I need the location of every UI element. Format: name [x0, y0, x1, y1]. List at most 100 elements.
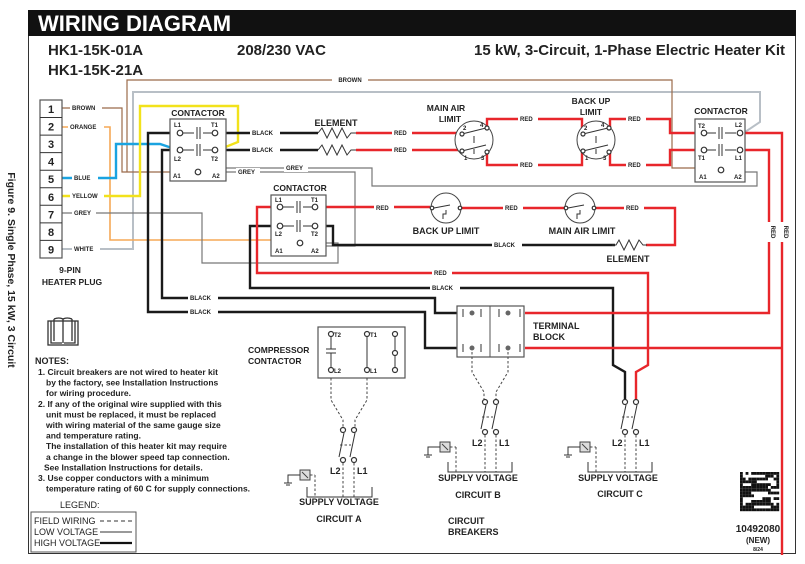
diagram-frame	[28, 10, 796, 554]
svg-text:L2: L2	[334, 369, 342, 375]
svg-text:T1: T1	[211, 123, 219, 129]
note-line: The installation of this heater kit may …	[46, 441, 227, 451]
part-number: 10492080	[736, 524, 781, 535]
circuit-breaker: L2 L1	[284, 426, 373, 498]
svg-text:BACK UP LIMIT: BACK UP LIMIT	[413, 226, 480, 236]
page-title: WIRING DIAGRAM	[38, 11, 231, 36]
svg-text:RED: RED	[394, 131, 407, 137]
circuit-b-label: CIRCUIT B	[455, 490, 501, 500]
svg-text:LIMIT: LIMIT	[439, 114, 462, 124]
svg-text:T1: T1	[370, 333, 378, 339]
svg-text:2: 2	[584, 126, 588, 132]
contactor-3: CONTACTOR T2 L2 T1 L1 A1 A2	[694, 106, 748, 183]
l2-label: L2	[330, 466, 341, 476]
svg-text:9-PIN: 9-PIN	[59, 265, 81, 275]
svg-text:L2: L2	[275, 232, 283, 238]
svg-text:RED: RED	[394, 148, 407, 154]
circuit-breakers-label: BREAKERS	[448, 527, 499, 537]
svg-text:A1: A1	[275, 249, 283, 255]
svg-text:L1: L1	[275, 198, 283, 204]
plug-pin-number: 2	[48, 122, 54, 134]
l1-label: L1	[499, 438, 510, 448]
notes: NOTES: 1. Circuit breakers are not wired…	[35, 356, 250, 494]
svg-text:COMPRESSOR: COMPRESSOR	[248, 345, 309, 355]
supply-voltage-label: SUPPLY VOLTAGE	[299, 497, 379, 507]
figure-caption: Figure 9. Single Phase, 15 kW, 3 Circuit	[5, 172, 17, 368]
svg-text:L2: L2	[174, 157, 182, 163]
svg-text:HIGH VOLTAGE: HIGH VOLTAGE	[34, 538, 100, 548]
back-up-limit: BACK UP LIMIT 2 4 1 3	[572, 96, 616, 162]
note-line: by the factory, see Installation Instruc…	[46, 378, 219, 388]
note-line: with wiring material of the same gauge s…	[45, 420, 221, 430]
l1-label: L1	[357, 466, 368, 476]
svg-text:A2: A2	[734, 175, 742, 181]
svg-text:1: 1	[464, 156, 468, 162]
svg-text:L2: L2	[735, 123, 743, 129]
svg-text:BROWN: BROWN	[338, 78, 361, 84]
svg-text:RED: RED	[520, 163, 533, 169]
l2-label: L2	[612, 438, 623, 448]
svg-text:L1: L1	[370, 369, 378, 375]
svg-text:T2: T2	[211, 157, 219, 163]
svg-text:BLACK: BLACK	[190, 296, 212, 302]
note-line: for wiring procedure.	[46, 388, 131, 398]
note-line: unit must be replaced, it must be replac…	[46, 409, 216, 419]
heating-element-2: ELEMENT	[606, 238, 650, 264]
svg-text:L1: L1	[735, 156, 743, 162]
svg-text:TERMINAL: TERMINAL	[533, 321, 580, 331]
book-icon	[47, 317, 79, 346]
plug-pin-number: 8	[48, 227, 54, 239]
svg-text:4: 4	[480, 123, 484, 129]
svg-text:A1: A1	[173, 174, 181, 180]
svg-text:ELEMENT: ELEMENT	[606, 254, 650, 264]
note-line: a change in the blower speed tap connect…	[46, 452, 230, 462]
svg-text:T2: T2	[311, 232, 319, 238]
svg-text:A1: A1	[699, 175, 707, 181]
svg-text:T1: T1	[311, 198, 319, 204]
svg-text:LEGEND:: LEGEND:	[60, 500, 100, 510]
svg-text:BLACK: BLACK	[252, 131, 274, 137]
svg-text:GREY: GREY	[74, 211, 91, 217]
svg-text:CONTACTOR: CONTACTOR	[171, 108, 225, 118]
back-up-limit-2: BACK UP LIMIT	[413, 192, 480, 236]
legend: LEGEND: FIELD WIRING LOW VOLTAGE HIGH VO…	[30, 500, 137, 553]
svg-text:BLACK: BLACK	[252, 148, 274, 154]
wire-labels: BROWN BROWN ORANGE BLUE YELLOW GREY WHIT…	[68, 76, 788, 316]
plug-pin-number: 6	[48, 192, 54, 204]
svg-text:BLACK: BLACK	[190, 310, 212, 316]
plug-pin-number: 1	[48, 104, 54, 116]
note-line: See Installation Instructions for detail…	[44, 462, 203, 472]
svg-text:CONTACTOR: CONTACTOR	[273, 183, 327, 193]
svg-text:NOTES:: NOTES:	[35, 356, 69, 366]
circuit-a-label: CIRCUIT A	[316, 514, 362, 524]
svg-text:YELLOW: YELLOW	[72, 194, 98, 200]
svg-text:GREY: GREY	[286, 166, 303, 172]
voltage-rating: 208/230 VAC	[237, 42, 326, 59]
supply-voltage-label: SUPPLY VOLTAGE	[578, 473, 658, 483]
terminal-block: TERMINAL BLOCK	[456, 305, 580, 402]
revision-date: 8/24	[753, 547, 763, 553]
svg-text:RED: RED	[434, 271, 447, 277]
svg-text:LOW VOLTAGE: LOW VOLTAGE	[34, 527, 98, 537]
svg-text:RED: RED	[376, 206, 389, 212]
circuit-c-label: CIRCUIT C	[597, 489, 643, 499]
svg-text:L1: L1	[174, 123, 182, 129]
kit-description: 15 kW, 3-Circuit, 1-Phase Electric Heate…	[474, 42, 785, 59]
svg-text:CONTACTOR: CONTACTOR	[694, 106, 748, 116]
model-number: HK1-15K-21A	[48, 62, 143, 79]
svg-text:WHITE: WHITE	[74, 247, 93, 253]
svg-text:CONTACTOR: CONTACTOR	[248, 356, 302, 366]
note-line: temperature rating of 60 C for supply co…	[46, 484, 250, 494]
svg-text:BROWN: BROWN	[72, 106, 95, 112]
svg-text:A2: A2	[212, 174, 220, 180]
svg-text:RED: RED	[628, 117, 641, 123]
main-air-limit: MAIN AIR LIMIT 2 4 1 3	[427, 103, 494, 162]
svg-text:GREY: GREY	[238, 170, 255, 176]
svg-text:ORANGE: ORANGE	[70, 125, 96, 131]
note-line: 1. Circuit breakers are not wired to hea…	[38, 367, 218, 377]
svg-text:T2: T2	[334, 333, 342, 339]
contactor-1: CONTACTOR L1 T1 L2 T2 A1 A2	[169, 108, 227, 182]
